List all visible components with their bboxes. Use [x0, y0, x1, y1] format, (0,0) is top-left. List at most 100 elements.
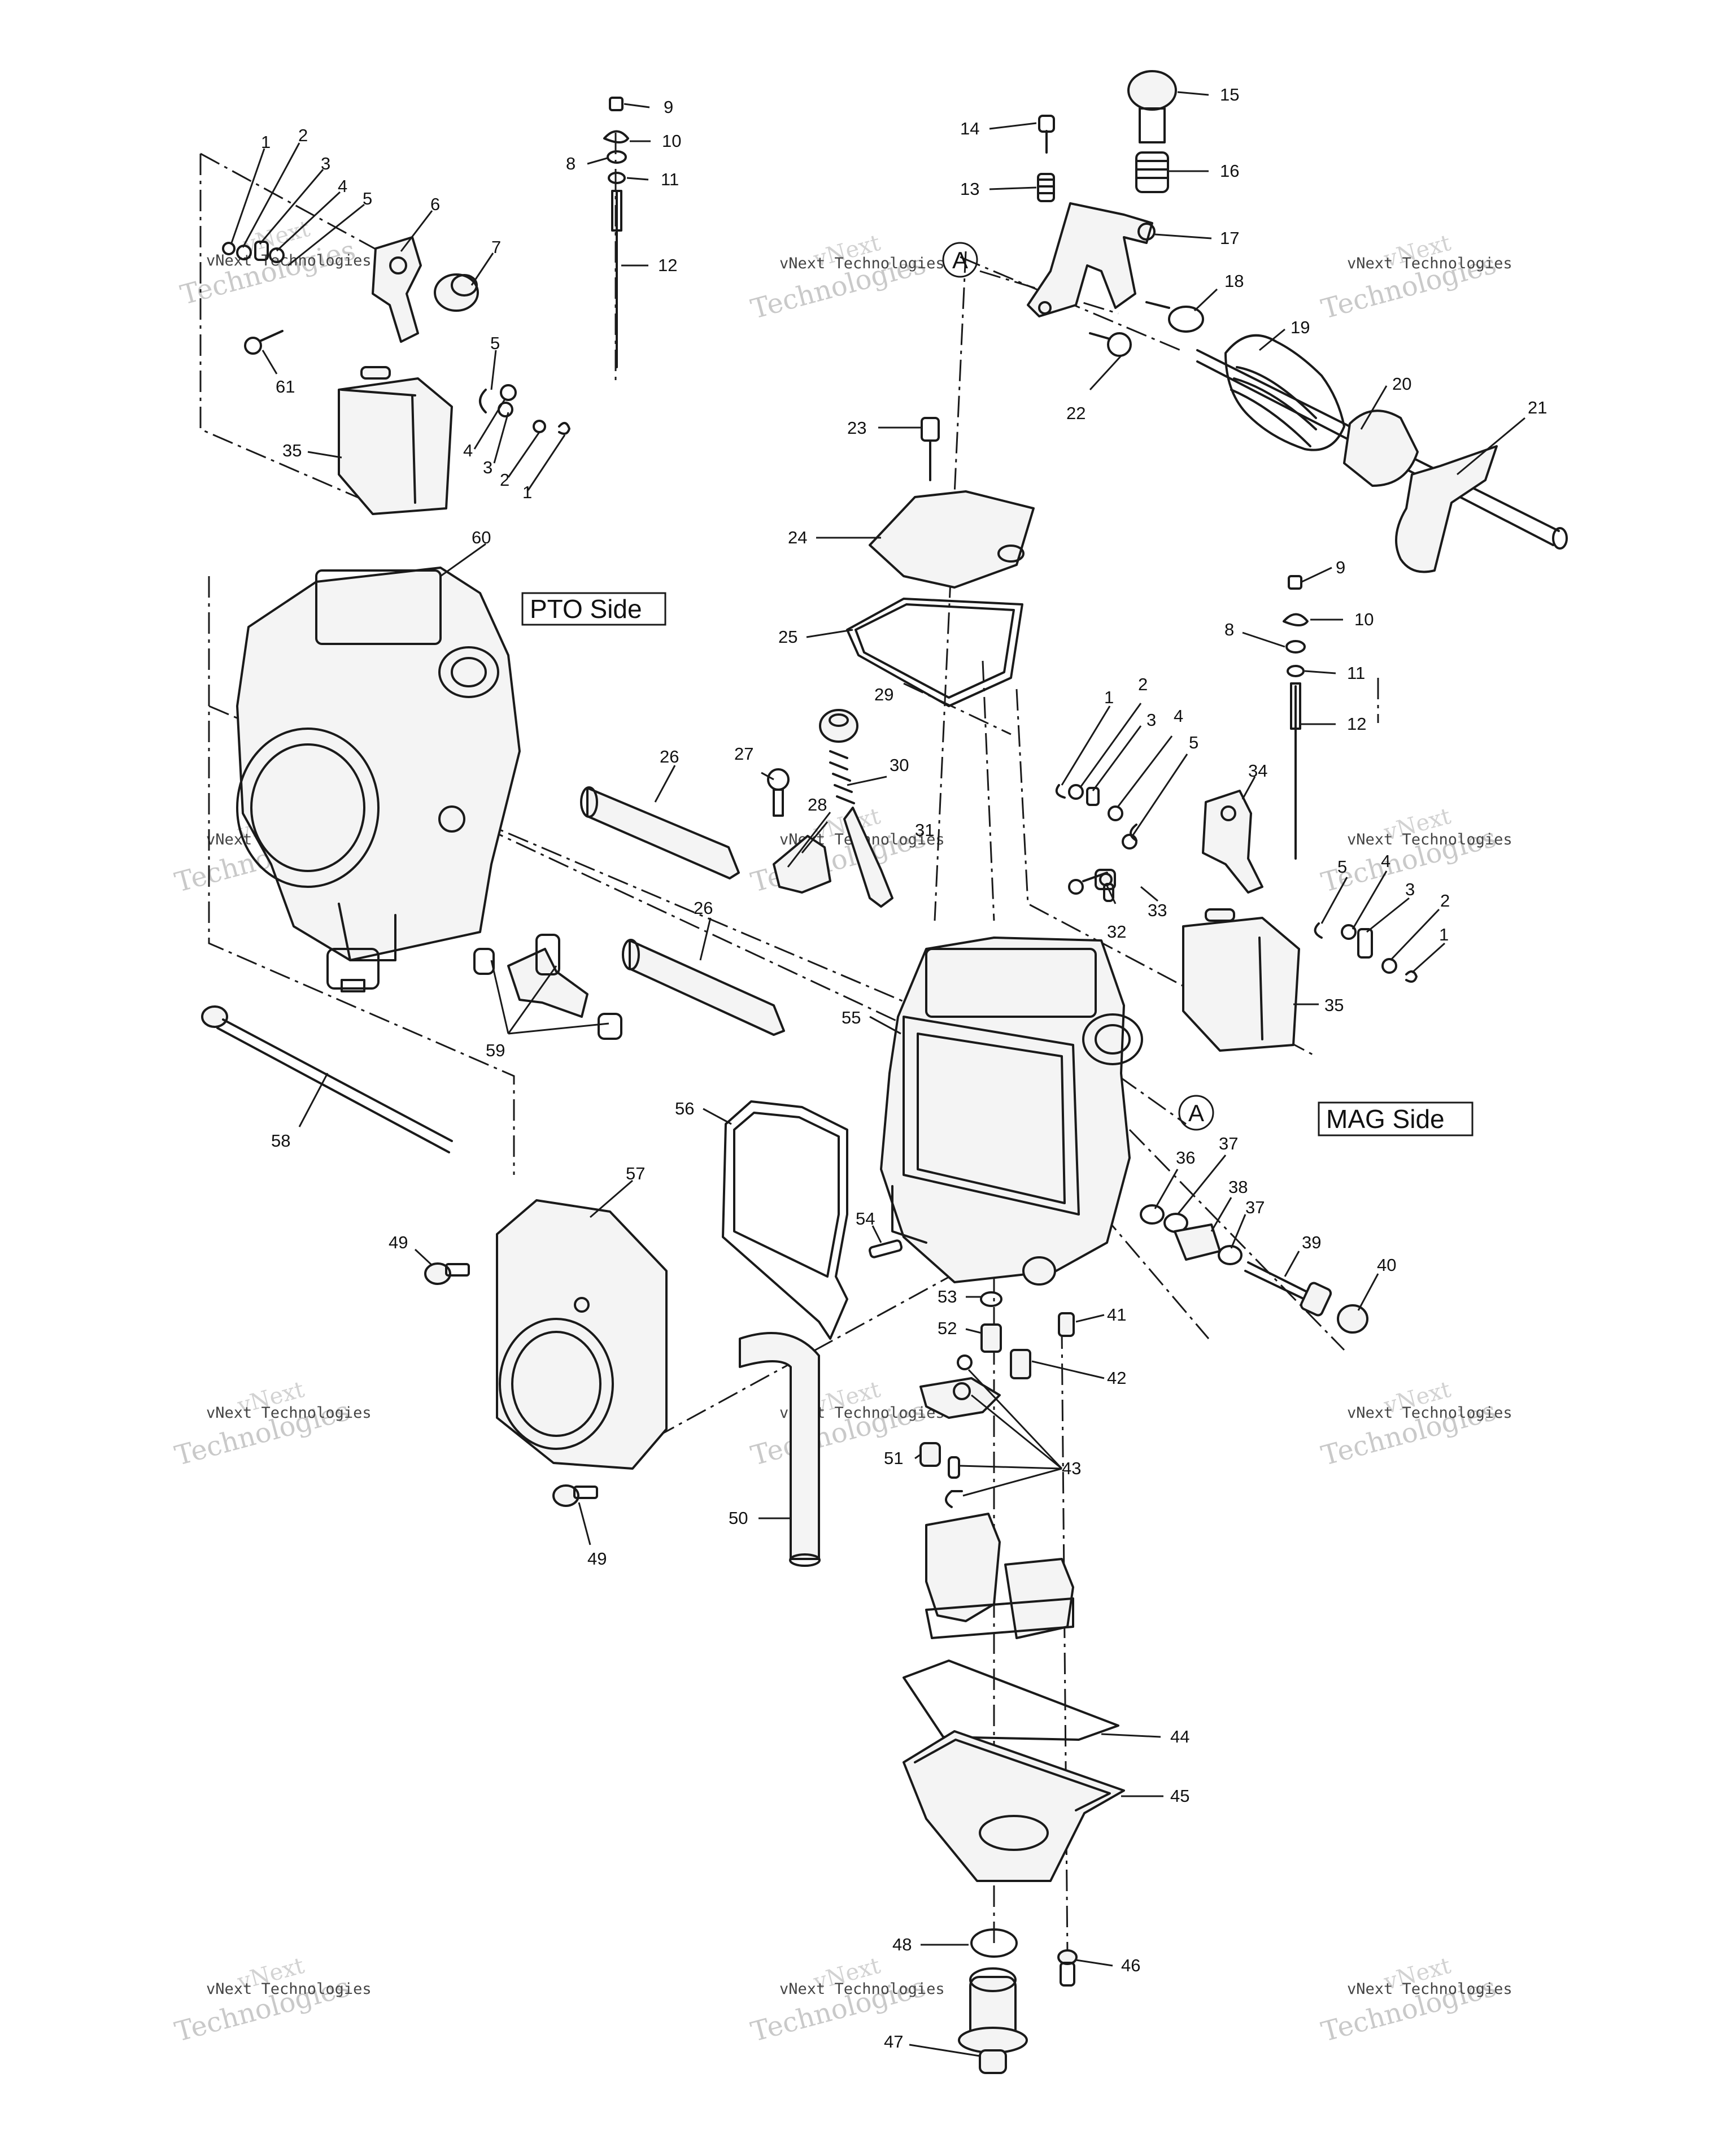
svg-text:A: A: [952, 247, 968, 273]
jet-holder: [958, 1967, 1028, 2074]
callout-number: 37: [1219, 1134, 1238, 1153]
callout-number: 12: [658, 255, 677, 275]
throttle-plate-pto: [338, 377, 453, 515]
callout-number: 61: [276, 377, 295, 397]
watermark-caption: vNext Technologies: [1347, 1404, 1512, 1422]
callout-number: 42: [1107, 1368, 1126, 1388]
callout-number: 40: [1377, 1255, 1396, 1275]
callout-number: 41: [1107, 1305, 1126, 1325]
callout-number: 32: [1107, 922, 1126, 942]
callout-number: 60: [472, 528, 491, 547]
callout-number: 27: [734, 744, 753, 764]
screw: [552, 1484, 598, 1507]
callout-number: 37: [1245, 1197, 1265, 1217]
callout-number: 10: [1354, 609, 1374, 629]
callout-number: 55: [842, 1008, 861, 1027]
callout-number: 31: [915, 820, 934, 840]
callout-number: 1: [1104, 687, 1114, 707]
callout-number: 23: [847, 418, 866, 438]
callout-number: 14: [960, 119, 979, 138]
callout-number: 43: [1062, 1458, 1081, 1478]
callout-number: 49: [587, 1549, 607, 1569]
mag-side-label: MAG Side: [1318, 1101, 1474, 1136]
callout-number: 13: [960, 179, 979, 199]
callout-number: 17: [1220, 228, 1239, 248]
long-bolt: [201, 1005, 453, 1153]
callout-number: 33: [1148, 900, 1167, 920]
callout-number: 2: [1138, 674, 1148, 694]
callout-number: 45: [1170, 1786, 1189, 1806]
callout-number: 6: [430, 194, 440, 214]
callout-number: 1: [261, 132, 271, 152]
parts: PTO Side: [201, 70, 1568, 2074]
callout-number: 35: [1324, 995, 1344, 1015]
callout-numbers: 1 2 3 4 5 6 7 61 5 4 3 2 1 35 9 10 8 11 …: [261, 85, 1547, 2052]
callout-number: 16: [1220, 161, 1239, 181]
watermark: vNext Technologies: [748, 230, 929, 325]
callout-number: 28: [808, 795, 827, 815]
throttle-lever-assembly: [1027, 70, 1568, 573]
watermark-caption: vNext Technologies: [779, 1980, 945, 1998]
needle-mag: [1283, 575, 1309, 860]
cover: [869, 490, 1035, 589]
callout-number: 25: [778, 627, 797, 647]
callout-number: 48: [892, 1935, 912, 1954]
callout-number: 49: [389, 1232, 408, 1252]
callout-number: 57: [626, 1164, 645, 1183]
callout-number: 3: [321, 154, 330, 173]
callout-number: 1: [1439, 925, 1449, 944]
callout-number: 4: [338, 176, 347, 196]
callout-number: 38: [1228, 1177, 1248, 1197]
gasket: [846, 598, 1023, 707]
callout-number: 58: [271, 1131, 290, 1151]
callout-number: 39: [1302, 1232, 1321, 1252]
callout-number: 21: [1528, 398, 1547, 417]
callout-number: 18: [1224, 271, 1244, 291]
callout-number: 46: [1121, 1955, 1140, 1975]
throttle-lever-pto: [372, 236, 422, 343]
callout-number: 3: [483, 458, 492, 477]
callout-number: 26: [694, 898, 713, 918]
callout-number: 26: [660, 747, 679, 766]
svg-text:MAG Side: MAG Side: [1326, 1104, 1445, 1134]
hose: [739, 1332, 820, 1560]
throttle-plate-mag: [1182, 917, 1300, 1052]
callout-number: 5: [1189, 733, 1198, 752]
callout-number: 9: [1336, 557, 1345, 577]
screw: [424, 1262, 470, 1285]
pto-side-label: PTO Side: [521, 592, 666, 626]
callout-number: 30: [890, 755, 909, 775]
callout-number: 9: [664, 97, 673, 117]
float-bowl-gasket: [903, 1660, 1119, 1741]
carburetor-body-pto: [236, 567, 521, 992]
idle-screw: [1244, 1261, 1332, 1317]
callout-number: 2: [298, 125, 308, 145]
callout-number: 2: [500, 470, 509, 490]
tube: [580, 786, 740, 879]
svg-text:A: A: [1188, 1100, 1204, 1126]
callout-number: 56: [675, 1099, 694, 1118]
choke-fittings: [473, 934, 622, 1040]
callout-number: 19: [1291, 317, 1310, 337]
float-assembly: [919, 1377, 1074, 1639]
callout-number: 11: [1347, 663, 1365, 683]
float-bowl: [903, 1730, 1125, 1882]
watermark-caption: vNext Technologies: [206, 1980, 372, 1998]
watermark-caption: vNext Technologies: [206, 252, 372, 269]
callout-number: 5: [490, 333, 500, 353]
callout-number: 44: [1170, 1727, 1189, 1746]
callout-number: 4: [1174, 706, 1183, 726]
callout-number: 3: [1147, 710, 1156, 730]
reference-marker: A: [1178, 1095, 1214, 1131]
callout-number: 35: [282, 441, 302, 460]
callout-number: 53: [938, 1287, 957, 1306]
o-ring: [970, 1928, 1018, 1958]
callout-number: 24: [788, 528, 807, 547]
watermark-caption: vNext Technologies: [1347, 831, 1512, 848]
carburetor-body-mag: [880, 937, 1143, 1286]
callout-number: 34: [1248, 761, 1267, 781]
callout-number: 12: [1347, 714, 1366, 734]
callout-number: 29: [874, 685, 893, 704]
watermark: vNext Technologies: [1318, 230, 1499, 325]
